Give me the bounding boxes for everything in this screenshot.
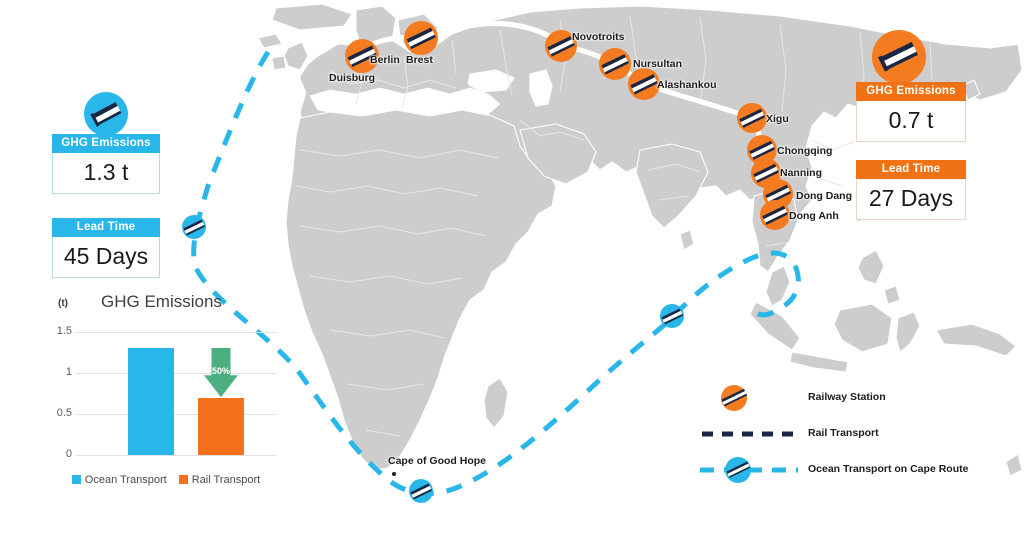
station-badge-duisburg [345,39,379,73]
chart-gridline [76,332,276,333]
legend-label-ocean: Ocean Transport on Cape Route [808,463,969,475]
legend-label-ocean: Ocean Transport [84,474,167,486]
city-label-dong-dang: Dong Dang [796,190,852,202]
railway-station-icon [700,385,800,411]
ocean-dash-ship-icon [700,457,800,483]
bar-ocean-transport [128,348,174,455]
legend-label-station: Railway Station [808,391,886,403]
reduction-percent: 50% [211,365,230,376]
city-label-berlin: Berlin [370,54,400,66]
legend-label-rail: Rail Transport [191,474,261,486]
reduction-arrow: 50% [202,348,240,398]
chart-plot-area: 0 0.5 1 1.5 50% [57,325,276,460]
chart-unit-label: (t) [58,298,68,309]
legend-swatch-rail [178,475,188,484]
chart-ytick-0.5: 0.5 [56,407,72,419]
bar-rail-transport [198,397,244,455]
station-badge-nursultan [599,48,631,80]
rail-dash-icon [700,421,800,447]
city-label-dong-anh: Dong Anh [789,210,839,222]
map-legend: Railway Station Rail Transport [700,385,1000,485]
station-badge-dong-anh [760,200,790,230]
ship-badge-indian [660,304,684,328]
station-badge-xigu [737,103,767,133]
ship-badge-atlantic [182,215,206,239]
rail-lead-card: Lead Time 27 Days [856,160,966,220]
station-badge-berlin [404,21,438,55]
train-icon-rail-panel [872,30,926,84]
ocean-lead-value: 45 Days [52,237,160,278]
ghg-emissions-chart: (t) GHG Emissions 0 0.5 1 1.5 50% Ocean Tran… [46,292,282,504]
city-label-nanning: Nanning [780,167,822,179]
chart-legend-item-1: Rail Transport [178,474,261,486]
chart-gridline [76,455,276,456]
city-label-xigu: Xigu [766,113,789,125]
city-label-brest: Brest [406,54,433,66]
legend-row-rail: Rail Transport [700,421,1000,447]
chart-ytick-0: 0 [65,448,72,460]
city-label-alashankou: Alashankou [657,79,717,91]
chart-ytick-1.5: 1.5 [56,325,72,337]
city-label-duisburg: Duisburg [329,72,376,84]
rail-lead-value: 27 Days [856,179,966,220]
ocean-ghg-value: 1.3 t [52,153,160,194]
city-label-nursultan: Nursultan [633,58,683,70]
ship-badge-cape [409,479,433,503]
chart-title: GHG Emissions [101,292,222,311]
chart-legend-item-0: Ocean Transport [71,474,167,486]
cape-dot [392,472,396,476]
legend-swatch-ocean [71,475,81,484]
chart-gridline [76,414,276,415]
ocean-lead-card: Lead Time 45 Days [52,218,160,278]
ocean-ghg-label: GHG Emissions [52,134,160,153]
rail-ghg-card: GHG Emissions 0.7 t [856,82,966,142]
chart-legend: Ocean Transport Rail Transport [62,474,282,486]
station-badge-novotroits [545,30,577,62]
ocean-lead-label: Lead Time [52,218,160,237]
chart-ytick-1: 1 [65,366,72,378]
city-label-chongqing: Chongqing [777,145,833,157]
cape-of-good-hope-label: Cape of Good Hope [388,455,486,467]
legend-row-station: Railway Station [700,385,1000,411]
ship-icon-ocean-panel [84,92,128,136]
rail-ghg-value: 0.7 t [856,101,966,142]
legend-row-ocean: Ocean Transport on Cape Route [700,457,1000,483]
rail-lead-label: Lead Time [856,160,966,179]
ocean-ghg-card: GHG Emissions 1.3 t [52,134,160,194]
rail-ghg-label: GHG Emissions [856,82,966,101]
city-label-novotroits: Novotroits [572,31,625,43]
station-badge-alashankou [628,68,660,100]
chart-gridline [76,373,276,374]
legend-label-rail: Rail Transport [808,427,879,439]
